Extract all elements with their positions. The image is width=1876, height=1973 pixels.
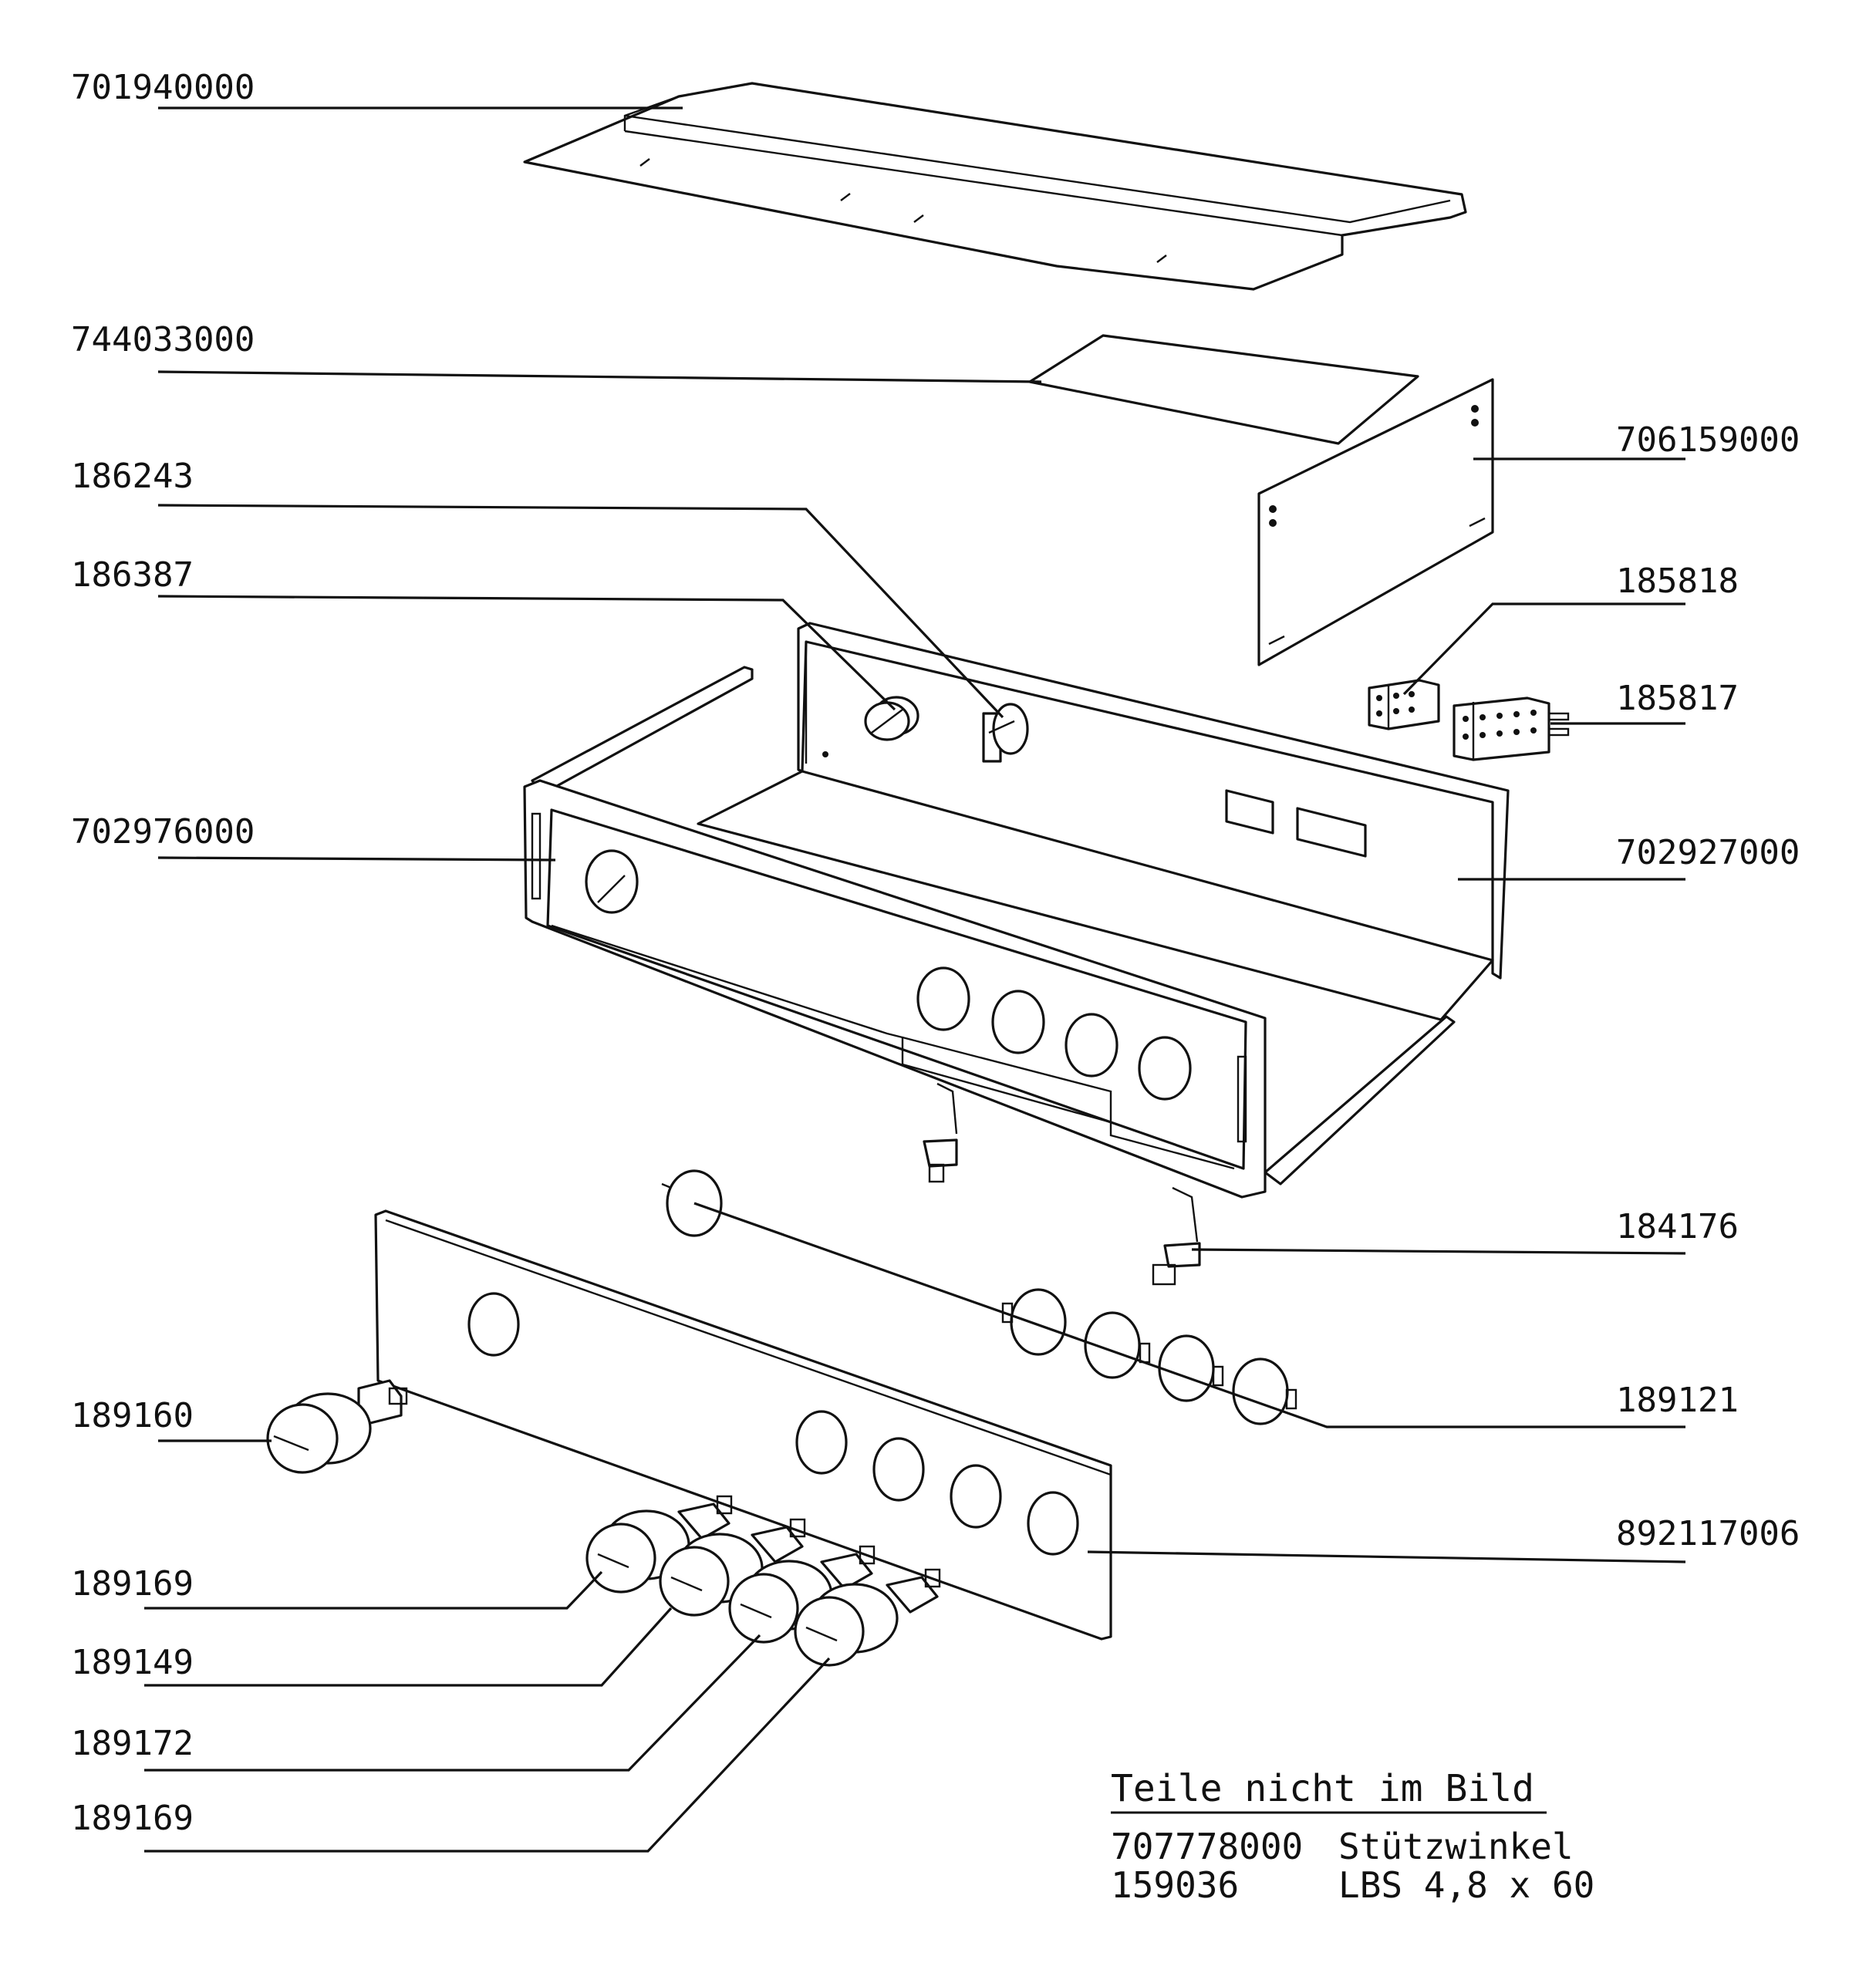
switch-part xyxy=(982,703,1029,763)
cover-sheet-part xyxy=(1028,334,1419,445)
knob-189172-part xyxy=(728,1545,876,1644)
callout-706159000: 706159000 xyxy=(1616,420,1800,460)
knob-189169-upper-part xyxy=(585,1495,733,1594)
callout-189160: 189160 xyxy=(71,1396,194,1435)
knob-189169-lower-part xyxy=(794,1568,941,1667)
front-panel-part xyxy=(374,1209,1112,1641)
connector-185818-part xyxy=(1368,679,1440,730)
callout-189169-upper: 189169 xyxy=(71,1564,194,1604)
callout-744033000: 744033000 xyxy=(71,320,255,359)
callout-185818: 185818 xyxy=(1616,562,1739,601)
top-cover-part xyxy=(523,82,1467,291)
knob-189160-part xyxy=(266,1379,408,1474)
connector-185817-part xyxy=(1453,696,1570,761)
callout-185817: 185817 xyxy=(1616,679,1739,718)
callout-186243: 186243 xyxy=(71,457,194,496)
callout-184176: 184176 xyxy=(1616,1207,1739,1246)
side-panel-part xyxy=(1257,378,1494,666)
callout-189172: 189172 xyxy=(71,1724,194,1763)
indicator-lamp-part xyxy=(864,696,919,741)
callout-892117006: 892117006 xyxy=(1616,1514,1800,1553)
knob-189149-part xyxy=(659,1518,806,1617)
bracket-184176-part xyxy=(923,1082,1201,1286)
not-shown-desc-2: LBS 4,8 x 60 xyxy=(1338,1864,1594,1906)
callout-701940000: 701940000 xyxy=(71,68,255,107)
housing-part xyxy=(523,622,1510,1199)
callout-702976000: 702976000 xyxy=(71,812,255,852)
leader-lines xyxy=(144,106,1686,1853)
not-shown-desc-1: Stützwinkel xyxy=(1338,1826,1574,1867)
parts-not-shown-note: Teile nicht im Bild 707778000 Stützwinke… xyxy=(1111,1767,1594,1906)
callout-186387: 186387 xyxy=(71,555,194,595)
callout-189121: 189121 xyxy=(1616,1381,1739,1420)
callout-labels: 701940000 744033000 706159000 186243 186… xyxy=(71,68,1800,1838)
not-shown-part-no-2: 159036 xyxy=(1111,1864,1239,1906)
not-shown-heading: Teile nicht im Bild xyxy=(1111,1767,1534,1810)
callout-189169-lower: 189169 xyxy=(71,1799,194,1838)
callout-702927000: 702927000 xyxy=(1616,833,1800,872)
not-shown-part-no-1: 707778000 xyxy=(1111,1826,1303,1867)
callout-189149: 189149 xyxy=(71,1643,194,1682)
